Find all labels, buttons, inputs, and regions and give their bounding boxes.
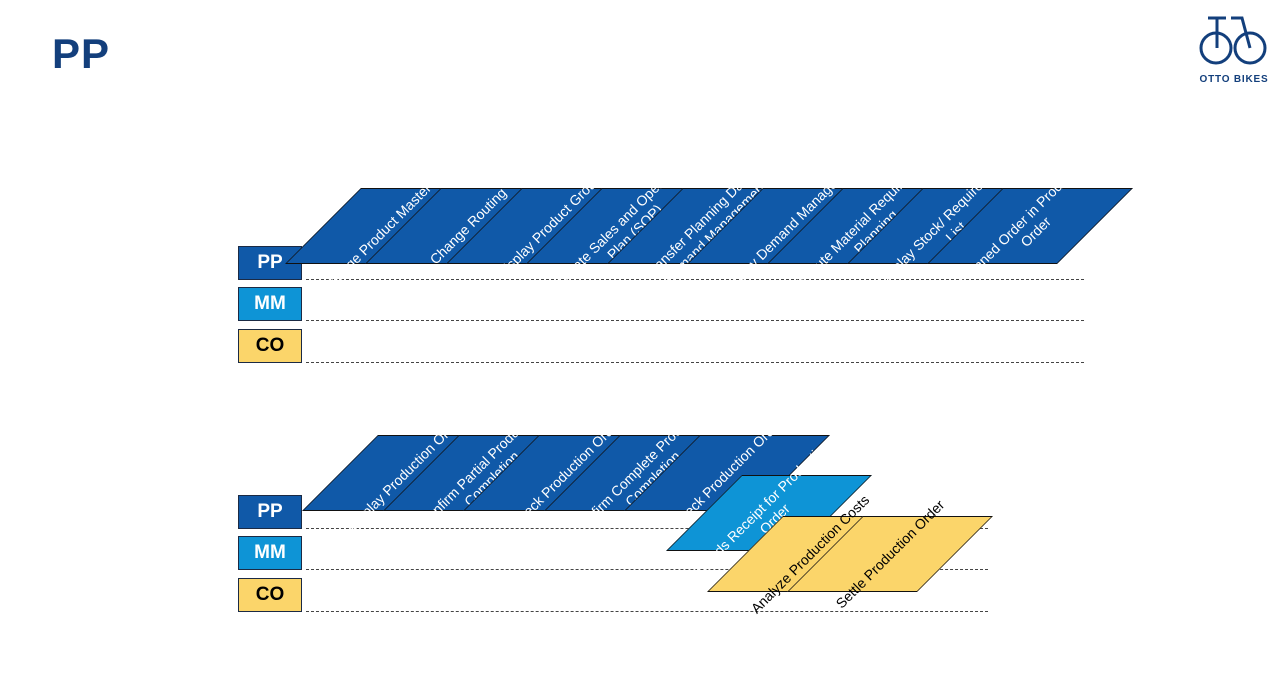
lane-label-pp: PP: [238, 495, 302, 529]
lane-line-pp: [306, 528, 988, 529]
lane-line-co: [306, 611, 988, 612]
lane-line-pp: [306, 279, 1084, 280]
lane-label-mm: MM: [238, 287, 302, 321]
bicycle-icon: [1199, 16, 1267, 65]
lane-line-co: [306, 362, 1084, 363]
lane-label-co: CO: [238, 329, 302, 363]
lane-label-mm: MM: [238, 536, 302, 570]
lane-line-mm: [306, 569, 988, 570]
page-title: PP: [52, 30, 111, 77]
logo-text: OTTO BIKES: [1199, 74, 1269, 85]
otto-bikes-logo: OTTO BIKES: [1196, 12, 1272, 92]
lane-label-co: CO: [238, 578, 302, 612]
lane-line-mm: [306, 320, 1084, 321]
